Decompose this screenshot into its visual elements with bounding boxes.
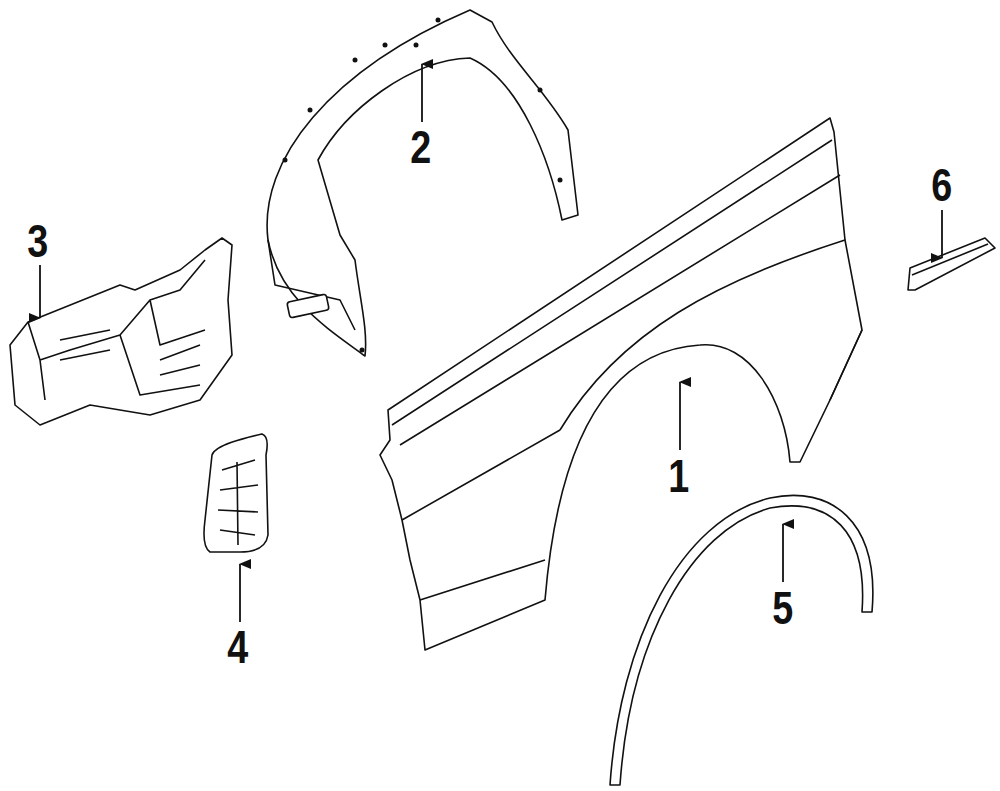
fender-liner <box>267 10 578 356</box>
callout-number: 2 <box>410 124 431 170</box>
wheel-molding <box>610 495 873 785</box>
liner-edge <box>268 240 355 330</box>
leader-arrow <box>679 382 681 450</box>
callout-number: 3 <box>27 218 48 264</box>
leader-arrow <box>782 524 784 582</box>
side-moulding <box>908 238 995 290</box>
leader-arrow <box>941 210 943 258</box>
shield-ribs <box>28 260 205 400</box>
splash-shield <box>10 238 232 425</box>
liner-vent <box>287 294 329 318</box>
fender-bracket <box>204 434 268 552</box>
callout-number: 4 <box>227 624 248 670</box>
callout-number: 6 <box>931 162 952 208</box>
fender-body-lines <box>392 140 862 600</box>
bracket-ribs <box>218 460 258 545</box>
leader-arrow <box>239 564 241 622</box>
leader-arrow <box>421 64 423 122</box>
front-fender <box>380 118 862 650</box>
callout-number: 5 <box>772 585 793 631</box>
callout-number: 1 <box>668 453 689 499</box>
moulding-edge <box>912 244 988 275</box>
leader-arrow <box>39 265 41 318</box>
